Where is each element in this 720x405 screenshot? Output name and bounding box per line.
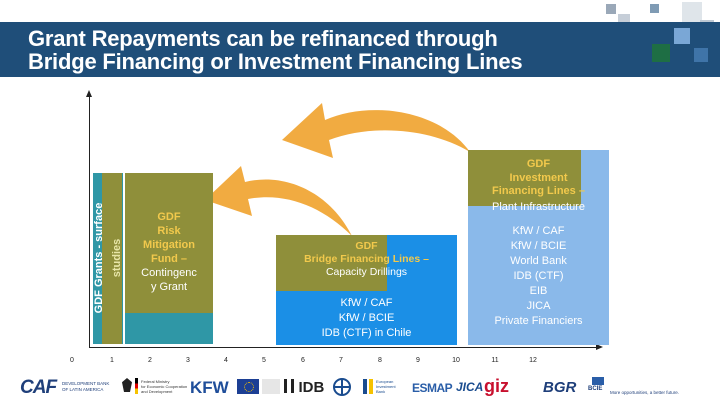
x-tick-label: 9 [416, 357, 420, 364]
bmz-text: Federal Ministry for Economic Cooperatio… [141, 379, 187, 394]
y-axis-arrowhead [86, 90, 92, 97]
x-tick-label: 2 [148, 357, 152, 364]
risk-fund-olive [125, 173, 213, 313]
caf-subtitle-line-2: OF LATIN AMERICA [62, 387, 104, 392]
bridge-line-1: GDF [355, 240, 378, 252]
investment-line-3: Financing Lines – [492, 185, 585, 197]
decorative-square [652, 44, 670, 62]
eib-mark-icon [363, 379, 367, 394]
decorative-square [674, 28, 690, 44]
investment-lender: World Bank [510, 255, 567, 267]
arrow-lower [205, 166, 352, 236]
eib-line-2: Investment [376, 384, 396, 389]
risk-line-2: Risk [157, 225, 181, 237]
esmap-logo: ESMAP [412, 381, 453, 395]
german-flag-icon [135, 378, 138, 394]
decorative-square [650, 4, 659, 13]
eu-flag-icon [237, 379, 259, 394]
caf-logo-mark: CAF [20, 377, 57, 398]
risk-fund-text: GDF Risk Mitigation Fund – Contingenc y … [125, 210, 213, 294]
investment-olive [468, 150, 581, 206]
jica-logo: JICA [456, 380, 484, 394]
decorative-square [682, 2, 702, 22]
investment-line-2: Investment [509, 171, 568, 184]
x-tick-label: 8 [378, 357, 382, 364]
investment-lender: JICA [526, 300, 551, 312]
risk-line-6: y Grant [150, 281, 188, 293]
bridge-lender: KfW / BCIE [338, 312, 395, 324]
idb-mark-icon [284, 379, 294, 393]
caf-subtitle: DEVELOPMENT BANK OF LATIN AMERICA [62, 381, 109, 393]
investment-line-1: GDF [526, 158, 551, 170]
investment-lender: KfW / BCIE [510, 240, 567, 252]
x-tick-label: 10 [452, 357, 460, 364]
bmz-line-3: and Development [141, 389, 173, 394]
bridge-lender: KfW / CAF [340, 297, 393, 309]
title-line-2: Bridge Financing or Investment Financing… [28, 49, 523, 74]
investment-lender: Private Financiers [494, 315, 583, 327]
divider-bar [262, 379, 280, 394]
x-tick-label: 0 [70, 357, 74, 364]
x-tick-label: 4 [224, 357, 228, 364]
bgr-logo: BGR [543, 379, 577, 396]
eib-text: European Investment Bank [376, 379, 396, 394]
investment-lender: KfW / CAF [512, 225, 565, 237]
investment-line-4: Plant Infrastructure [492, 200, 585, 213]
risk-line-5: Contingenc [141, 267, 197, 279]
arrow-upper [282, 103, 470, 158]
grants-label: GDF Grants - surface studies [90, 173, 126, 343]
bmz-line-2: for Economic Cooperation [141, 384, 188, 389]
x-axis-arrowhead [596, 344, 603, 350]
giz-logo: giz [484, 376, 509, 396]
risk-line-3: Mitigation [143, 239, 195, 251]
idb-logo: IDB [284, 379, 324, 397]
bridge-heading: GDF Bridge Financing Lines – Capacity Dr… [276, 240, 457, 279]
x-tick-label: 12 [529, 357, 537, 364]
x-tick-label: 7 [339, 357, 343, 364]
bridge-olive [276, 235, 387, 291]
eagle-icon [122, 378, 132, 392]
grants-olive-strip [102, 173, 122, 344]
world-bank-globe-icon [333, 378, 351, 396]
y-axis [89, 95, 90, 347]
grants-label-line-1: GDF Grants - surface [93, 202, 105, 314]
decorative-square [694, 48, 708, 62]
bridge-line-3: Capacity Drillings [325, 266, 408, 278]
x-axis [89, 347, 597, 348]
kfw-logo: KFW [190, 378, 229, 397]
investment-lenders: KfW / CAF KfW / BCIE World Bank IDB (CTF… [468, 224, 609, 329]
bridge-lender: IDB (CTF) in Chile [321, 327, 412, 339]
investment-lender: EIB [529, 285, 548, 297]
x-tick-label: 6 [301, 357, 305, 364]
eib-line-1: European [376, 379, 394, 384]
title-bar: Grant Repayments can be refinanced throu… [0, 22, 720, 77]
investment-lender: IDB (CTF) [513, 270, 564, 282]
caf-logo: CAF [20, 377, 57, 399]
risk-line-1: GDF [157, 211, 181, 223]
x-tick-label: 11 [491, 357, 499, 364]
idb-text: IDB [298, 379, 325, 396]
bridge-line-2: Bridge Financing Lines – [304, 253, 429, 265]
caf-subtitle-line-1: DEVELOPMENT BANK [62, 381, 110, 386]
bmz-line-1: Federal Ministry [141, 379, 170, 384]
bcie-logo: BCIE [588, 386, 603, 392]
title-line-1: Grant Repayments can be refinanced throu… [28, 26, 498, 51]
x-tick-label: 1 [110, 357, 114, 364]
grants-label-line-2: studies [111, 238, 123, 278]
decorative-square [606, 4, 616, 14]
bcie-emblem-icon [592, 377, 604, 385]
bridge-lenders: KfW / CAF KfW / BCIE IDB (CTF) in Chile [276, 296, 457, 341]
x-tick-label: 3 [186, 357, 190, 364]
eib-mark-icon-2 [369, 379, 373, 394]
x-tick-label: 5 [262, 357, 266, 364]
bcie-tagline: More opportunities, a better future. [610, 390, 680, 395]
eib-line-3: Bank [376, 389, 386, 394]
risk-line-4: Fund – [150, 253, 188, 265]
investment-text: GDF Investment Financing Lines – Plant I… [468, 158, 609, 214]
